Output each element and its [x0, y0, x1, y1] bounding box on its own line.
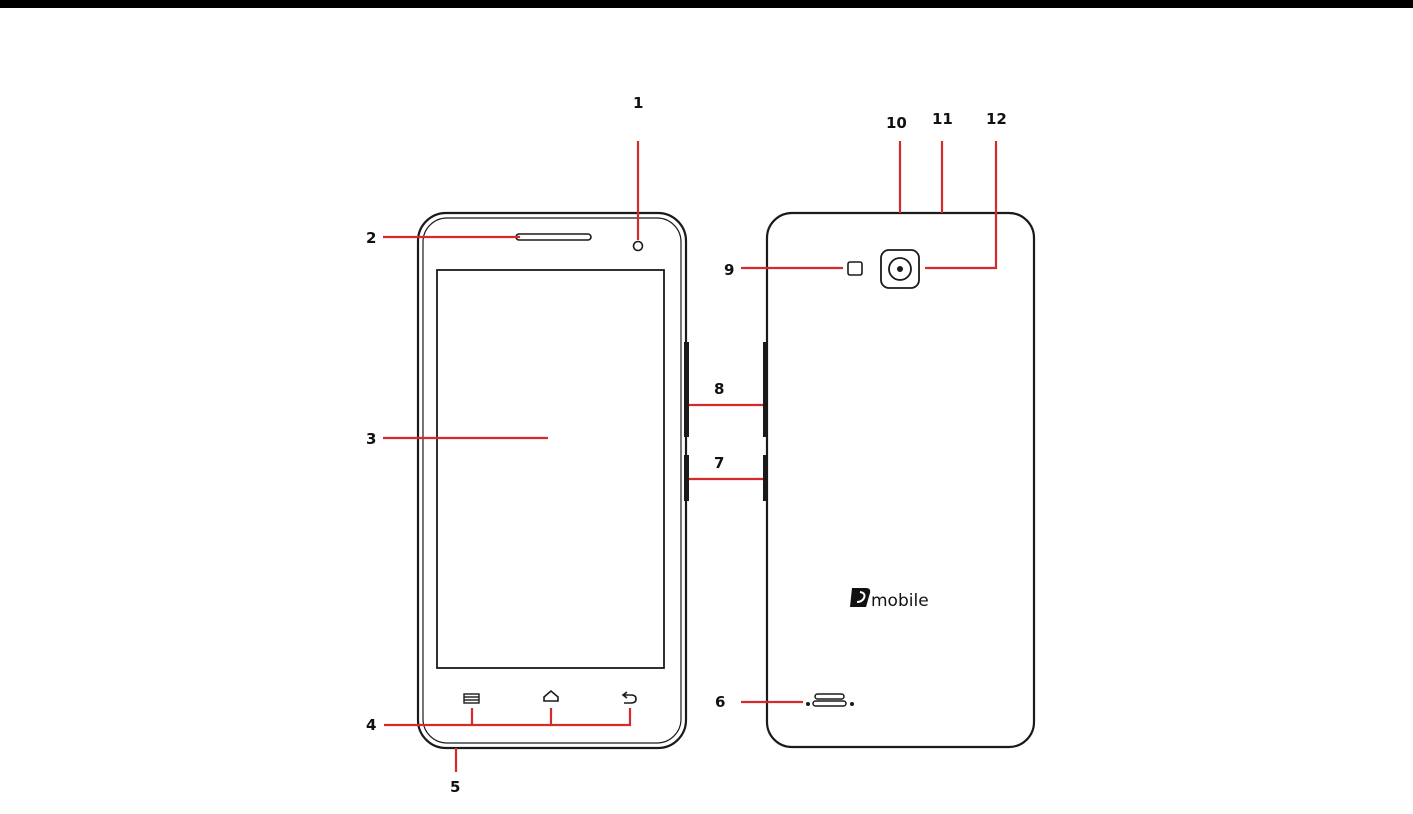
- callout-10: 10: [886, 114, 907, 132]
- callout-9: 9: [724, 261, 734, 279]
- callout-8: 8: [714, 380, 724, 398]
- callout-2: 2: [366, 229, 376, 247]
- front-camera: [634, 242, 643, 251]
- front-volume-key: [684, 342, 689, 437]
- callout-3: 3: [366, 430, 376, 448]
- leader-lines: [383, 141, 996, 772]
- screen: [437, 270, 664, 668]
- back-volume-key: [763, 342, 768, 437]
- front-view: [418, 213, 686, 748]
- menu-key-icon: [464, 694, 479, 703]
- callout-1: 1: [633, 94, 643, 112]
- earpiece: [516, 234, 591, 240]
- callout-7: 7: [714, 454, 724, 472]
- back-body: [767, 213, 1034, 747]
- rear-camera-lens: [897, 266, 903, 272]
- callout-5: 5: [450, 778, 460, 796]
- back-view: mobile: [767, 213, 1034, 747]
- home-key-icon: [544, 691, 558, 701]
- brand-logo-icon: [850, 588, 870, 607]
- leader-12: [925, 141, 996, 268]
- callout-4: 4: [366, 716, 376, 734]
- callout-11: 11: [932, 110, 953, 128]
- flash: [848, 262, 862, 275]
- callout-12: 12: [986, 110, 1007, 128]
- brand-text: mobile: [871, 591, 929, 611]
- callout-6: 6: [715, 693, 725, 711]
- front-body-inner: [423, 218, 681, 743]
- back-power-key: [763, 455, 768, 501]
- loudspeaker: [806, 694, 854, 706]
- front-power-key: [684, 455, 689, 501]
- leader-4: [384, 708, 630, 725]
- back-key-icon: [623, 692, 636, 703]
